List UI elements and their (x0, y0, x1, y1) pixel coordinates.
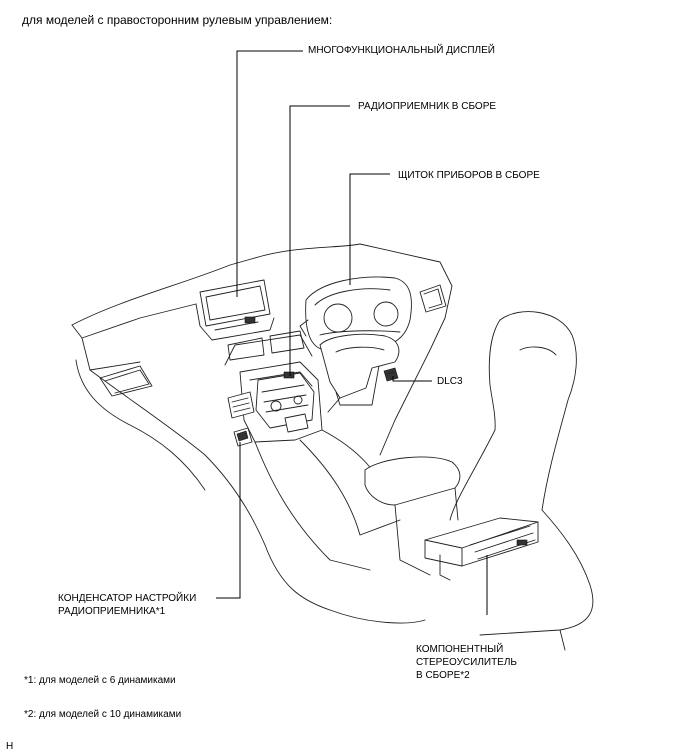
multidisplay-unit (195, 279, 275, 341)
dlc3-connector (383, 367, 399, 382)
footnote-2: *2: для моделей с 10 динамиками (24, 709, 182, 720)
header-text: для моделей с правосторонним рулевым упр… (22, 13, 333, 27)
leader-lines (216, 50, 488, 615)
steering-wheel (319, 333, 400, 413)
label-condenser-line1: КОНДЕНСАТОР НАСТРОЙКИ (58, 593, 197, 604)
label-instrument-cluster: ЩИТОК ПРИБОРОВ В СБОРЕ (398, 170, 540, 181)
footnote-1: *1: для моделей с 6 динамиками (24, 675, 176, 686)
label-amplifier-line2: СТЕРЕОУСИЛИТЕЛЬ (416, 657, 517, 668)
radio-tuning-condenser (227, 391, 255, 447)
instrument-cluster (299, 276, 412, 351)
label-dlc3: DLC3 (437, 376, 463, 387)
seat-outline (449, 311, 594, 651)
label-amplifier-line1: КОМПОНЕНТНЫЙ (416, 644, 504, 655)
stereo-amplifier (424, 517, 539, 581)
label-amplifier-line3: В СБОРЕ*2 (416, 670, 470, 681)
label-radio-assembly: РАДИОПРИЕМНИК В СБОРЕ (358, 101, 497, 112)
radio-assembly (255, 371, 315, 433)
label-condenser-line2: РАДИОПРИЕМНИКА*1 (58, 606, 166, 617)
label-multidisplay: МНОГОФУНКЦИОНАЛЬНЫЙ ДИСПЛЕЙ (308, 45, 495, 56)
corner-mark: H (6, 741, 14, 752)
